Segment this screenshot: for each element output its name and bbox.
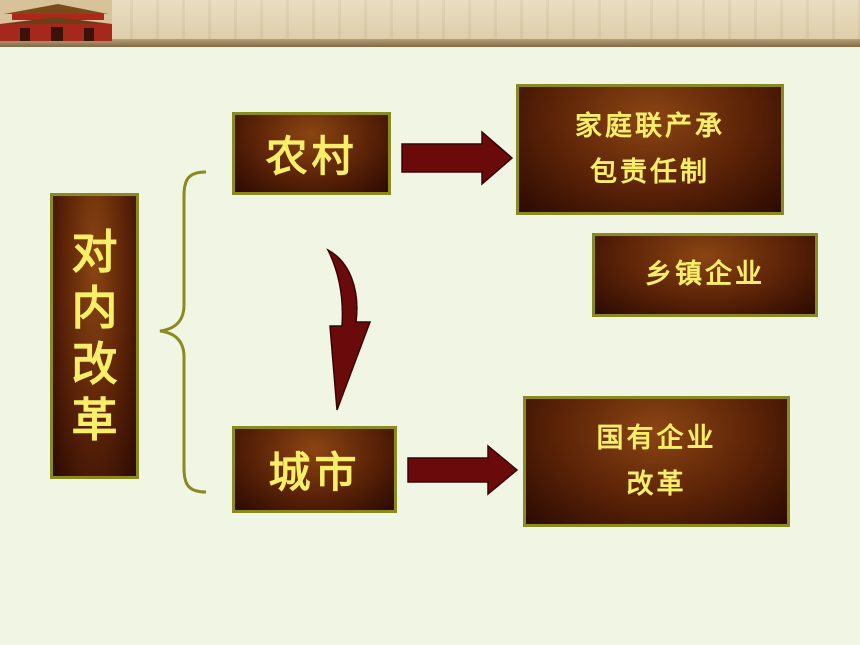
result-soe-reform-box: 国有企业 改革 (523, 396, 790, 527)
curved-down-arrow-icon (326, 248, 372, 411)
branch-urban-box: 城市 (232, 426, 397, 513)
right-arrow-icon (401, 130, 514, 186)
result-township-enterprise-box: 乡镇企业 (592, 233, 818, 317)
result-township-enterprise-label: 乡镇企业 (645, 259, 765, 290)
right-arrow-icon (407, 444, 519, 496)
branch-urban-label: 城市 (268, 448, 361, 497)
root-label: 对内改革 (71, 225, 118, 447)
root-box: 对内改革 (50, 193, 139, 479)
tiananmen-gate-icon (0, 0, 112, 41)
result-household-contract-box: 家庭联产承 包责任制 (516, 84, 784, 215)
left-brace-icon (159, 170, 207, 494)
result-household-contract-label: 家庭联产承 包责任制 (575, 110, 725, 188)
banner-band (0, 39, 860, 47)
header-banner (0, 0, 860, 47)
branch-rural-box: 农村 (232, 112, 391, 195)
result-soe-reform-label: 国有企业 改革 (596, 422, 717, 500)
branch-rural-label: 农村 (265, 132, 358, 181)
calligraphy-scroll-pattern (0, 0, 860, 40)
